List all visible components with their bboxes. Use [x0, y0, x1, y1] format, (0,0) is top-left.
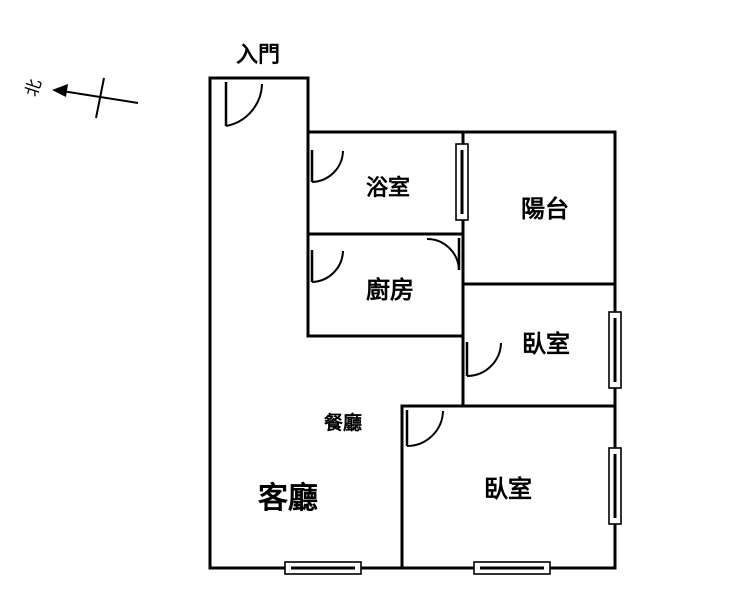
bedroom-1-label: 臥室: [522, 330, 570, 358]
entrance-label: 入門: [236, 43, 280, 68]
living-window-icon: [284, 561, 362, 575]
bathroom-walls: [306, 130, 465, 408]
kitchen-balcony-door-icon: [426, 238, 461, 271]
bedroom-2-window-icon: [608, 447, 622, 525]
north-arrow-icon: [52, 84, 68, 97]
entrance-door-icon: [224, 82, 263, 127]
dining-label: 餐廳: [324, 411, 362, 434]
bathroom-window-icon: [455, 143, 469, 221]
compass: 北: [22, 77, 139, 119]
walls: [208, 76, 617, 570]
kitchen-label: 廚房: [366, 276, 414, 304]
bedroom-1-window-icon: [608, 311, 622, 389]
living-label: 客廳: [258, 481, 318, 516]
kitchen-door-icon: [310, 250, 344, 283]
bedroom-1-door-icon: [465, 342, 502, 377]
bathroom-label: 浴室: [366, 175, 410, 201]
room-labels: 入門 浴室 陽台 廚房 臥室 餐廳 臥室 客廳: [236, 43, 570, 516]
windows: [284, 143, 622, 575]
bedroom-2-door-icon: [405, 410, 444, 447]
compass-crossbar: [95, 77, 105, 119]
bedroom-2-bottom-window-icon: [473, 561, 551, 575]
north-label: 北: [22, 77, 46, 99]
bedroom-2-label: 臥室: [484, 475, 532, 503]
bathroom-door-icon: [310, 150, 344, 183]
balcony-label: 陽台: [521, 195, 569, 223]
doors: [224, 82, 502, 447]
bedroom-divider-wall: [400, 404, 617, 570]
